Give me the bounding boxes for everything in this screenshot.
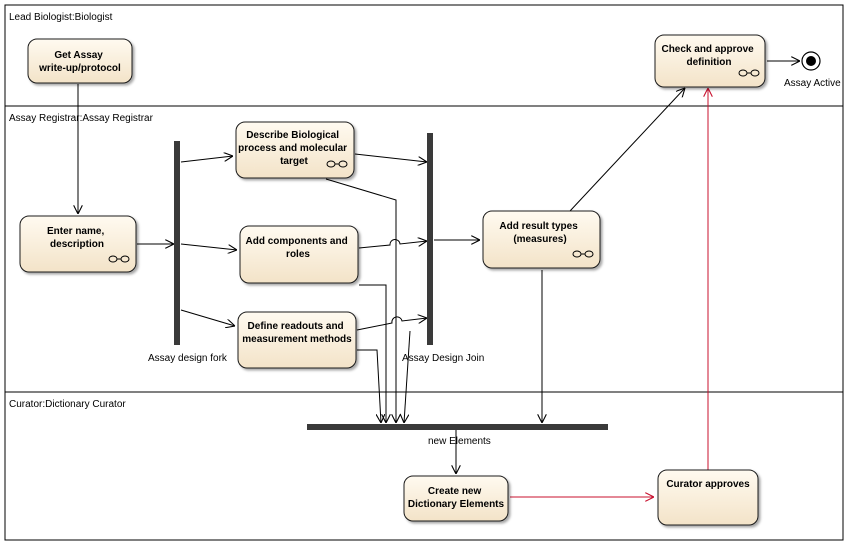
activity-label: Enter name, description (47, 226, 107, 250)
activity-check-approve[interactable]: Check and approve definition (654, 34, 766, 88)
subactivity-icon (326, 160, 348, 168)
activity-get-assay[interactable]: Get Assay write-up/protocol (27, 38, 133, 84)
flow-define-readouts-to-new-elements[interactable] (357, 349, 381, 423)
activity-box (482, 210, 601, 269)
activity-define-readouts[interactable]: Define readouts and measurement methods (237, 311, 357, 369)
activity-label-line-2: measurement methods (242, 334, 352, 345)
control-flows (78, 61, 800, 474)
diagram-frame (4, 4, 844, 541)
subactivity-icon (572, 250, 594, 258)
activity-label-line-1: Create new (428, 486, 482, 497)
flow-add-components-to-new-elements[interactable] (359, 284, 386, 423)
flow-add-components-to-join[interactable] (358, 239, 427, 249)
final-node[interactable] (801, 51, 821, 71)
activity-box (239, 225, 359, 284)
flow-describe-to-new-elements[interactable] (325, 178, 396, 423)
new-elements-label: new Elements (428, 436, 491, 447)
lane-label-assay-registrar: Assay Registrar:Assay Registrar (9, 113, 154, 124)
activity-label: Check and approve definition (661, 44, 756, 68)
activity-label-line-2: write-up/protocol (38, 63, 121, 74)
activity-label-line-1: Curator approves (666, 479, 750, 490)
join-bar[interactable] (427, 133, 433, 345)
activity-box (27, 38, 133, 84)
fork-bar[interactable] (174, 141, 180, 345)
activity-label-line-1: Describe Biological (246, 130, 339, 141)
activity-box (403, 475, 509, 522)
flow-fork-to-describe[interactable] (180, 156, 233, 163)
flow-fork-to-add-components[interactable] (180, 243, 237, 250)
activity-box (654, 34, 766, 88)
activity-label-line-2: (measures) (513, 234, 566, 245)
swimlanes: Lead Biologist:Biologist Assay Registrar… (4, 4, 844, 541)
flow-fork-to-define-readouts[interactable] (180, 309, 235, 326)
flow-describe-to-join[interactable] (354, 153, 427, 162)
activity-label-line-1: Define readouts and (248, 321, 344, 332)
activity-label: Define readouts and measurement methods (242, 321, 352, 345)
activity-label: Create new Dictionary Elements (408, 486, 505, 510)
activity-box (19, 215, 137, 273)
activity-label: Get Assay write-up/protocol (38, 50, 121, 74)
activity-box (237, 311, 357, 369)
activity-label: Curator approves (666, 479, 750, 490)
activity-label: Add components and roles (245, 236, 350, 260)
activity-label: Add result types (measures) (499, 221, 580, 245)
new-elements-bar[interactable] (307, 424, 608, 430)
activity-label-line-1: Add components and (245, 236, 347, 247)
activity-add-result-types[interactable]: Add result types (measures) (482, 210, 601, 269)
activity-enter-name[interactable]: Enter name, description (19, 215, 137, 273)
activity-label-line-1: Check and approve (661, 44, 754, 55)
activity-label-line-2: definition (687, 57, 732, 68)
activity-label-line-3: target (280, 156, 308, 167)
activity-label-line-1: Get Assay (54, 50, 103, 61)
activity-curator-approves[interactable]: Curator approves (657, 469, 759, 526)
activity-label-line-2: roles (286, 249, 310, 260)
synchronization-bars: Assay design fork Assay Design Join new … (148, 133, 608, 447)
final-node-dot (806, 56, 816, 66)
activity-label: Describe Biological process and molecula… (238, 130, 350, 167)
activity-label-line-2: process and molecular (238, 143, 347, 154)
activity-label-line-2: Dictionary Elements (408, 499, 505, 510)
activity-label-line-1: Enter name, (47, 226, 104, 237)
lane-label-curator: Curator:Dictionary Curator (9, 399, 126, 410)
activity-create-dictionary-elements[interactable]: Create new Dictionary Elements (403, 475, 509, 522)
lane-label-lead-biologist: Lead Biologist:Biologist (9, 12, 113, 23)
activity-label-line-1: Add result types (499, 221, 578, 232)
activity-box (235, 121, 355, 179)
join-label: Assay Design Join (402, 353, 484, 364)
fork-label: Assay design fork (148, 353, 228, 364)
activity-box (657, 469, 759, 526)
subactivity-icon (738, 69, 760, 77)
flow-add-result-to-check-approve[interactable] (569, 88, 685, 212)
activity-add-components[interactable]: Add components and roles (239, 225, 359, 284)
flow-join-to-new-elements[interactable] (404, 330, 411, 423)
activity-label-line-2: description (50, 239, 104, 250)
subactivity-icon (108, 255, 130, 263)
final-node-label: Assay Active (784, 78, 841, 89)
flow-define-readouts-to-join[interactable] (356, 317, 427, 331)
approval-flows (510, 88, 708, 497)
activity-describe-biological[interactable]: Describe Biological process and molecula… (235, 121, 355, 179)
